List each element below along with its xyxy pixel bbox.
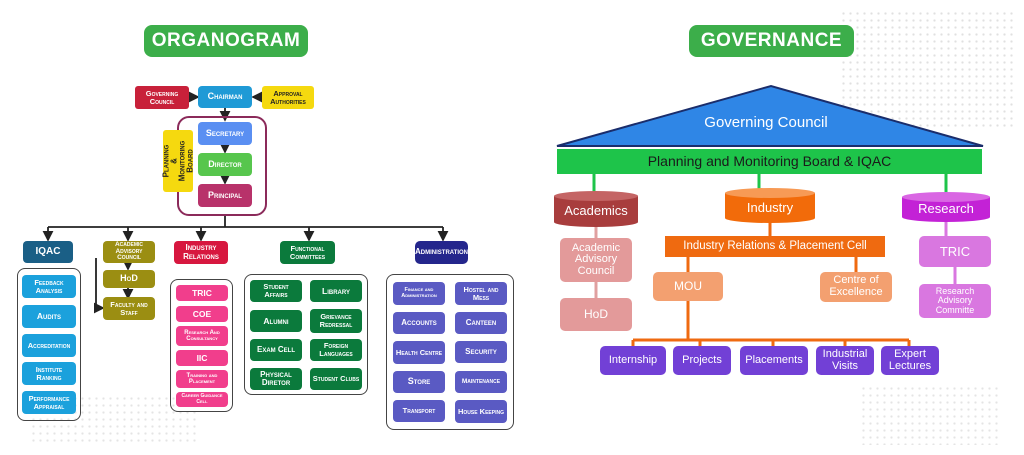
academic-item-hod: HoD	[103, 270, 155, 288]
administration-item: Hostel and Mess	[455, 282, 507, 305]
pmb-vertical-label: Planning & Monitoring Board	[161, 130, 194, 192]
iqac-item: Performance Appraisal	[22, 391, 76, 414]
governance-title: GOVERNANCE	[689, 25, 854, 57]
industry-label: Industry	[746, 200, 794, 216]
hod-box: HoD	[560, 298, 632, 331]
research-cylinder	[902, 192, 990, 222]
industry-group	[170, 279, 233, 412]
industry-item: Research And Consultancy	[176, 326, 228, 346]
administration-item: Accounts	[393, 312, 445, 334]
pmb-iqac-band: Planning and Monitoring Board & IQAC	[557, 149, 982, 174]
administration-item: House Keeping	[455, 400, 507, 423]
administration-item: Security	[455, 341, 507, 363]
industry-header: Industry Relations	[174, 241, 228, 264]
iqac-item: Accreditation	[22, 334, 76, 357]
academics-cylinder	[554, 191, 638, 227]
functional-item: Grievance Redressal	[310, 309, 362, 333]
placements-box: Placements	[740, 346, 808, 375]
expert-lectures-box: Expert Lectures	[881, 346, 939, 375]
administration-item: Health Centre	[393, 341, 445, 364]
dot-pattern-bottom-right	[860, 385, 1000, 445]
research-label: Research	[918, 201, 974, 217]
administration-header: Administration	[415, 241, 468, 264]
tric-box: TRIC	[919, 236, 991, 267]
governing-council-box: Governing Council	[135, 86, 189, 109]
academic-item-faculty: Faculty and Staff	[103, 297, 155, 320]
projects-box: Projects	[673, 346, 731, 375]
internship-box: Internship	[600, 346, 666, 375]
industry-item: IIC	[176, 350, 228, 366]
functional-item: Exam Cell	[250, 339, 302, 361]
academic-header: Academic Advisory Council	[103, 241, 155, 263]
functional-item: Student Clubs	[310, 368, 362, 390]
iqac-item: Feedback Analysis	[22, 275, 76, 298]
dot-pattern-top-right	[840, 10, 1015, 130]
governing-council-roof	[556, 84, 984, 147]
principal-box: Principal	[198, 184, 252, 207]
industry-item: Career Guidance Cell	[176, 392, 228, 407]
administration-group	[386, 274, 514, 430]
industry-item: COE	[176, 306, 228, 322]
functional-item: Library	[310, 280, 362, 302]
functional-item: Physical Diretor	[250, 368, 302, 390]
functional-group	[244, 274, 368, 395]
mou-box: MOU	[653, 272, 723, 301]
administration-item: Store	[393, 371, 445, 393]
industry-item: Training and Placement	[176, 370, 228, 388]
administration-item: Canteen	[455, 312, 507, 334]
industry-cylinder	[725, 188, 815, 223]
administration-item: Finance and Administration	[393, 282, 445, 305]
director-box: Director	[198, 153, 252, 176]
industry-item: TRIC	[176, 285, 228, 301]
administration-item: Transport	[393, 400, 445, 422]
centre-of-excellence-box: Centre of Excellence	[820, 272, 892, 302]
organogram-title: ORGANOGRAM	[144, 25, 308, 57]
chairman-box: Chairman	[198, 86, 252, 108]
industrial-visits-box: Industrial Visits	[816, 346, 874, 375]
academics-label: Academics	[564, 203, 628, 219]
functional-item: Student Affairs	[250, 280, 302, 302]
academic-advisory-council-box: Academic Advisory Council	[560, 238, 632, 282]
pmb-label-text: Planning & Monitoring Board	[161, 140, 194, 182]
iqac-item: Audits	[22, 305, 76, 328]
iqac-header: IQAC	[23, 241, 73, 263]
industry-relations-placement-cell: Industry Relations & Placement Cell	[665, 236, 885, 257]
iqac-group	[17, 268, 81, 421]
functional-header: Functional Committees	[280, 241, 335, 264]
research-advisory-committe-box: Research Advisory Committe	[919, 284, 991, 318]
functional-item: Foreign Languages	[310, 339, 362, 361]
secretary-box: Secretary	[198, 122, 252, 145]
administration-item: Maintenance	[455, 371, 507, 393]
iqac-item: Institute Ranking	[22, 362, 76, 385]
approval-authorities-box: Approval Authorities	[262, 86, 314, 109]
functional-item: Alumni	[250, 310, 302, 332]
governance-governing-council-label: Governing Council	[704, 114, 828, 132]
